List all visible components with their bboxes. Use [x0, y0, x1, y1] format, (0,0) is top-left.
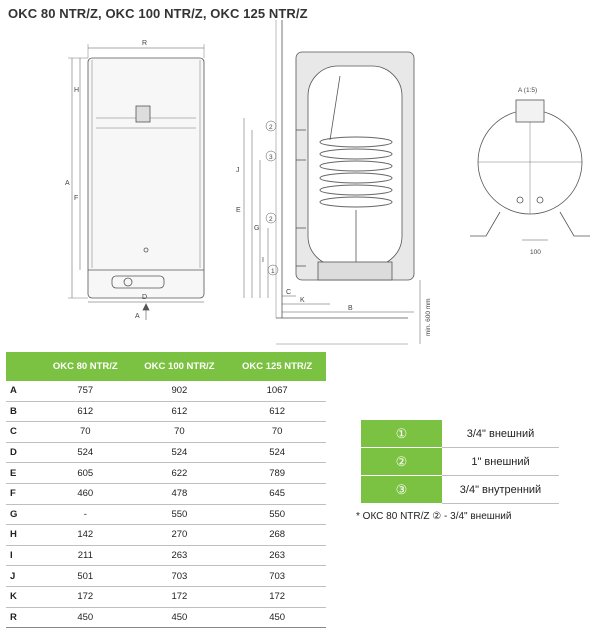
dimensions-table: OKC 80 NTR/Z OKC 100 NTR/Z OKC 125 NTR/Z… — [6, 352, 326, 629]
front-view — [68, 44, 205, 320]
detail-view — [470, 99, 590, 241]
dim-label-r: R — [142, 40, 147, 47]
dim-label-b: B — [348, 305, 353, 312]
legend-num: ③ — [361, 475, 442, 504]
side-view — [243, 20, 421, 345]
dim-label-c: C — [286, 289, 291, 296]
legend-num: ② — [361, 447, 442, 476]
circled-3: 3 — [269, 154, 273, 161]
legend-row: ② 1" внешний — [361, 447, 559, 476]
legend-row: ③ 3/4" внутренний — [361, 475, 559, 504]
circled-2-upper: 2 — [269, 124, 273, 131]
circled-2-lower: 2 — [269, 216, 273, 223]
detail-label: A (1:5) — [518, 87, 537, 94]
detail-dim: 100 — [530, 249, 541, 256]
legend-row: ① 3/4" внешний — [361, 420, 559, 448]
legend-desc: 1" внешний — [442, 447, 559, 476]
section-label-a: A — [135, 313, 140, 320]
footnote: * ОКС 80 NTR/Z ② - 3/4" внешний — [356, 511, 512, 522]
col-header-okc100: OKC 100 NTR/Z — [130, 352, 229, 381]
legend-num: ① — [361, 420, 442, 448]
dim-label-i: I — [262, 257, 264, 264]
circled-1: 1 — [271, 268, 275, 275]
min-clearance-label: min. 600 mm — [425, 298, 432, 336]
technical-drawing: R H A F D A — [65, 20, 590, 345]
dim-label-e: E — [236, 207, 241, 214]
col-header-okc125: OKC 125 NTR/Z — [228, 352, 326, 381]
dim-label-k: K — [300, 297, 305, 304]
dim-label-h: H — [74, 87, 79, 94]
legend-desc: 3/4" внутренний — [442, 475, 559, 504]
page-title: OKC 80 NTR/Z, OKC 100 NTR/Z, OKC 125 NTR… — [8, 6, 308, 21]
dim-label-j: J — [236, 167, 240, 174]
connections-legend: ① 3/4" внешний ② 1" внешний ③ 3/4" внутр… — [361, 420, 559, 504]
col-header-okc80: OKC 80 NTR/Z — [40, 352, 131, 381]
table-corner — [6, 352, 40, 381]
dim-label-g: G — [254, 225, 259, 232]
dim-label-d: D — [142, 294, 147, 301]
dim-label-a: A — [65, 180, 70, 187]
dim-label-f: F — [74, 195, 78, 202]
legend-desc: 3/4" внешний — [442, 420, 559, 448]
